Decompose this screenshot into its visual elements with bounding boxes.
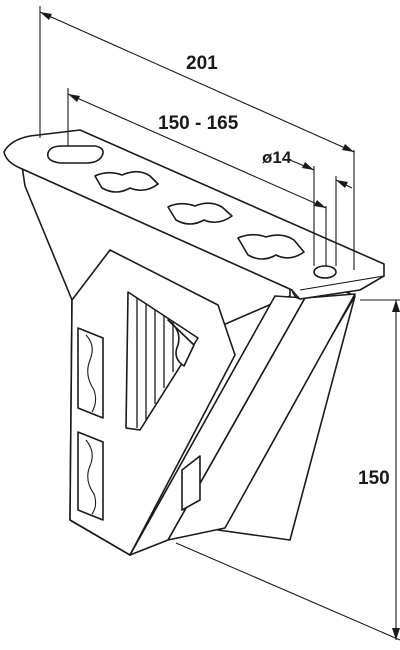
hole-diameter-label: ø14 bbox=[262, 148, 292, 167]
slot-1 bbox=[46, 145, 104, 164]
inclined-plate-side bbox=[167, 293, 356, 541]
slot-3 bbox=[167, 202, 233, 225]
rear-slot bbox=[181, 455, 201, 511]
dimension-hole-diameter bbox=[289, 159, 353, 266]
bracket bbox=[3, 129, 385, 556]
dimension-height bbox=[175, 299, 400, 641]
slot-4 bbox=[237, 233, 305, 260]
side-slot-upper bbox=[77, 327, 104, 419]
overall-width-label: 201 bbox=[186, 53, 218, 74]
round-hole bbox=[313, 265, 337, 279]
top-flange-edge bbox=[19, 167, 385, 300]
slot-2 bbox=[94, 170, 159, 193]
dimension-slot-spacing bbox=[67, 88, 327, 266]
slot-spacing-label: 150 - 165 bbox=[158, 113, 239, 134]
web-opening-ribs bbox=[136, 298, 195, 428]
side-slot-upper-inner bbox=[85, 334, 97, 413]
side-slot-lower bbox=[77, 431, 104, 521]
side-slot-lower-inner bbox=[85, 439, 97, 515]
web-opening bbox=[125, 291, 199, 431]
height-label: 150 bbox=[358, 468, 390, 489]
dimension-overall-width bbox=[39, 6, 355, 270]
